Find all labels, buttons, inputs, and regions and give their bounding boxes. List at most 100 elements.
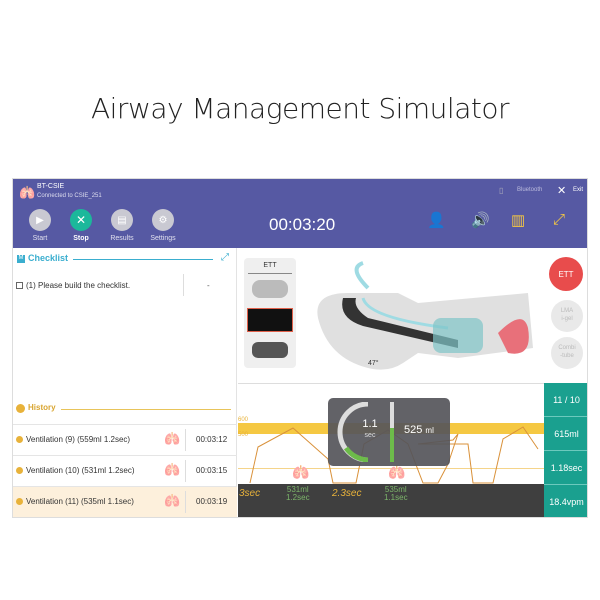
checklist-checkbox[interactable] bbox=[16, 282, 23, 289]
stat-value: 18.4vpm bbox=[544, 485, 587, 517]
warning-icon bbox=[16, 498, 23, 505]
divider bbox=[183, 274, 184, 296]
stat-value: 615ml bbox=[544, 417, 587, 451]
logo-icon: 🫁 bbox=[19, 185, 36, 200]
fullscreen-icon[interactable]: ⤢ bbox=[553, 211, 566, 228]
marker-time: 1.1sec bbox=[384, 493, 408, 502]
start-label: Start bbox=[32, 235, 48, 242]
connection-status: Connected to CSIE_251 bbox=[37, 193, 102, 199]
divider bbox=[185, 429, 186, 451]
play-icon: ▶ bbox=[36, 214, 44, 226]
popup-volume-value: 525 bbox=[404, 424, 423, 436]
left-panel: M Checklist ⤢ (1) Please build the check… bbox=[13, 248, 237, 517]
bar-chart-icon[interactable]: ▥ bbox=[511, 212, 526, 229]
view-top-thumb[interactable] bbox=[247, 308, 293, 332]
start-button[interactable]: ▶ bbox=[29, 209, 51, 231]
history-text: Ventilation (11) (535ml 1.1sec) bbox=[26, 497, 134, 506]
user-settings-icon[interactable]: 👤 bbox=[427, 212, 446, 229]
close-icon: ✕ bbox=[75, 213, 87, 227]
igel-label: i-gel bbox=[561, 316, 573, 322]
combi-label: Combi bbox=[558, 345, 576, 352]
results-label: Results bbox=[110, 235, 134, 242]
simulator-window: 🫁 BT-CSIE Connected to CSIE_251 ▯ Blueto… bbox=[12, 178, 588, 518]
time-band bbox=[238, 484, 544, 517]
history-title: History bbox=[28, 403, 56, 412]
breath-popup: 1.1 sec 525 ml bbox=[328, 398, 450, 466]
stop-label: Stop bbox=[73, 235, 89, 242]
history-text: Ventilation (9) (559ml 1.2sec) bbox=[26, 435, 131, 444]
checklist-item: (1) Please build the checklist. bbox=[26, 281, 131, 290]
stat-value: 11 / 10 bbox=[544, 383, 587, 417]
settings-label: Settings bbox=[150, 235, 176, 242]
baseline bbox=[238, 468, 544, 469]
marker-volume: 535ml bbox=[384, 485, 407, 494]
view-side-thumb[interactable] bbox=[252, 280, 288, 298]
stop-button[interactable]: ✕ bbox=[70, 209, 92, 231]
checklist-value: - bbox=[207, 281, 210, 290]
warning-icon bbox=[16, 436, 23, 443]
results-button[interactable]: ▤ bbox=[111, 209, 133, 231]
stat-value: 1.18sec bbox=[544, 451, 587, 485]
view-selector: ETT bbox=[244, 258, 296, 368]
combitube-button[interactable]: Combi-tube bbox=[551, 337, 583, 369]
header-bar: 🫁 BT-CSIE Connected to CSIE_251 ▯ Blueto… bbox=[13, 179, 587, 248]
history-time: 00:03:19 bbox=[196, 497, 228, 506]
time-gauge bbox=[337, 402, 369, 462]
checklist-title: Checklist bbox=[28, 253, 69, 263]
device-name: BT-CSIE bbox=[37, 183, 65, 190]
history-row[interactable]: Ventilation (10) (531ml 1.2sec) 🫁 00:03:… bbox=[13, 455, 237, 486]
gear-icon: ⚙ bbox=[158, 214, 168, 226]
checklist-icon: M bbox=[17, 255, 25, 263]
angle-readout: 47° bbox=[368, 360, 379, 367]
history-row[interactable]: Ventilation (9) (559ml 1.2sec) 🫁 00:03:1… bbox=[13, 424, 237, 455]
settings-button[interactable]: ⚙ bbox=[152, 209, 174, 231]
page-title: Airway Management Simulator bbox=[91, 92, 509, 125]
history-text: Ventilation (10) (531ml 1.2sec) bbox=[26, 466, 135, 475]
lung-icon: 🫁 bbox=[164, 431, 181, 446]
bluetooth-icon: ▯ bbox=[499, 186, 504, 195]
bluetooth-label[interactable]: Bluetooth bbox=[517, 187, 543, 193]
volume-curve bbox=[249, 426, 539, 484]
popup-time: 1.1 bbox=[362, 418, 378, 430]
document-icon: ▤ bbox=[117, 214, 127, 226]
y-label-500: 500 bbox=[238, 432, 249, 438]
airway-illustration bbox=[317, 261, 533, 370]
marker-time: 1.2sec bbox=[286, 493, 310, 502]
history-icon bbox=[16, 404, 25, 413]
interval-time: 3sec bbox=[239, 488, 261, 499]
view-bottom-thumb[interactable] bbox=[252, 342, 288, 358]
volume-gauge bbox=[390, 402, 394, 462]
marker-volume: 531ml bbox=[286, 485, 309, 494]
timer: 00:03:20 bbox=[269, 215, 336, 234]
lung-icon: 🫁 bbox=[164, 493, 181, 508]
divider bbox=[248, 273, 292, 274]
divider bbox=[185, 460, 186, 482]
divider bbox=[185, 491, 186, 513]
expand-icon[interactable]: ⤢ bbox=[221, 252, 229, 263]
lung-icon: 🫁 bbox=[164, 462, 181, 477]
warning-icon bbox=[16, 467, 23, 474]
lma-label: LMA bbox=[560, 308, 574, 315]
lung-icon: 🫁 bbox=[292, 464, 310, 480]
ett-button[interactable]: ETT bbox=[549, 257, 583, 291]
popup-volume: 525 ml bbox=[404, 424, 434, 436]
y-label-600: 600 bbox=[238, 417, 249, 423]
history-time: 00:03:15 bbox=[196, 466, 228, 475]
interval-time: 2.3sec bbox=[332, 488, 362, 499]
history-time: 00:03:12 bbox=[196, 435, 228, 444]
divider bbox=[73, 259, 213, 260]
exit-label[interactable]: Exit bbox=[573, 187, 584, 193]
popup-volume-unit: ml bbox=[425, 426, 434, 435]
popup-time-unit: sec bbox=[364, 432, 376, 439]
history-row[interactable]: Ventilation (11) (535ml 1.1sec) 🫁 00:03:… bbox=[13, 486, 237, 517]
exit-icon[interactable]: ✕ bbox=[557, 185, 567, 197]
view-tab[interactable]: ETT bbox=[263, 262, 277, 269]
lung-icon: 🫁 bbox=[388, 464, 406, 480]
divider bbox=[61, 409, 231, 410]
volume-icon[interactable]: 🔊 bbox=[471, 212, 490, 229]
